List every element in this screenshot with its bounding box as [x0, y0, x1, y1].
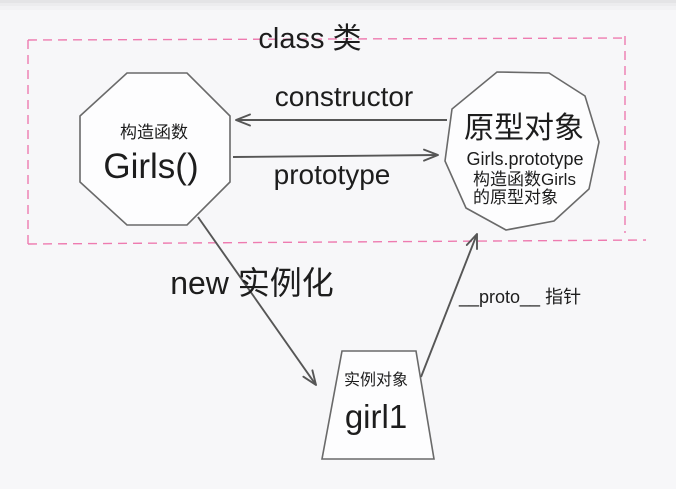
- class-frame-bottom: [27, 239, 647, 245]
- constructor-arrowhead-icon: [235, 113, 251, 127]
- new-instance-arrowhead-icon: [302, 369, 317, 386]
- constructor-node: 构造函数 Girls(): [79, 72, 231, 226]
- proto-pointer-edge-label: __proto__ 指针: [458, 287, 581, 308]
- instance-node: 实例对象 girl1: [321, 350, 435, 460]
- instance-node-shape: [321, 350, 435, 460]
- proto-pointer-edge: __proto__ 指针: [420, 233, 581, 378]
- class-group-title: class 类: [258, 22, 361, 55]
- prototype-arrowhead-icon: [423, 148, 439, 162]
- constructor-node-shape: [79, 72, 231, 226]
- prototype-edge-label: prototype: [274, 159, 391, 190]
- prototype-arrow: [232, 154, 439, 158]
- prototype-node-line1: Girls.prototype: [466, 149, 583, 169]
- prototype-node-line2: 构造函数Girls: [473, 170, 576, 189]
- prototype-node-shape: [444, 71, 600, 231]
- proto-pointer-arrowhead-icon: [465, 233, 478, 250]
- new-instance-edge-label: new 实例化: [170, 265, 334, 301]
- new-instance-edge: new 实例化: [170, 216, 334, 386]
- top-edge-shade-fade2: [0, 6, 676, 10]
- constructor-edge: constructor: [235, 81, 447, 127]
- constructor-node-subtitle: 构造函数: [120, 123, 188, 142]
- instance-node-subtitle: 实例对象: [344, 371, 408, 389]
- new-instance-arrow: [197, 216, 317, 386]
- constructor-edge-label: constructor: [275, 81, 414, 112]
- top-edge-shade-fade: [0, 3, 676, 6]
- top-edge-shade: [0, 0, 676, 3]
- instance-node-title: girl1: [345, 398, 407, 435]
- prototype-node-line3: 的原型对象: [473, 188, 558, 207]
- prototype-edge: prototype: [232, 148, 439, 190]
- prototype-node-title: 原型对象: [464, 112, 584, 145]
- class-frame-top: [27, 37, 628, 41]
- class-group-frame: [27, 36, 647, 245]
- prototype-node: 原型对象 Girls.prototype 构造函数Girls 的原型对象: [444, 71, 600, 231]
- constructor-node-title: Girls(): [103, 147, 198, 186]
- proto-pointer-arrow: [420, 233, 478, 378]
